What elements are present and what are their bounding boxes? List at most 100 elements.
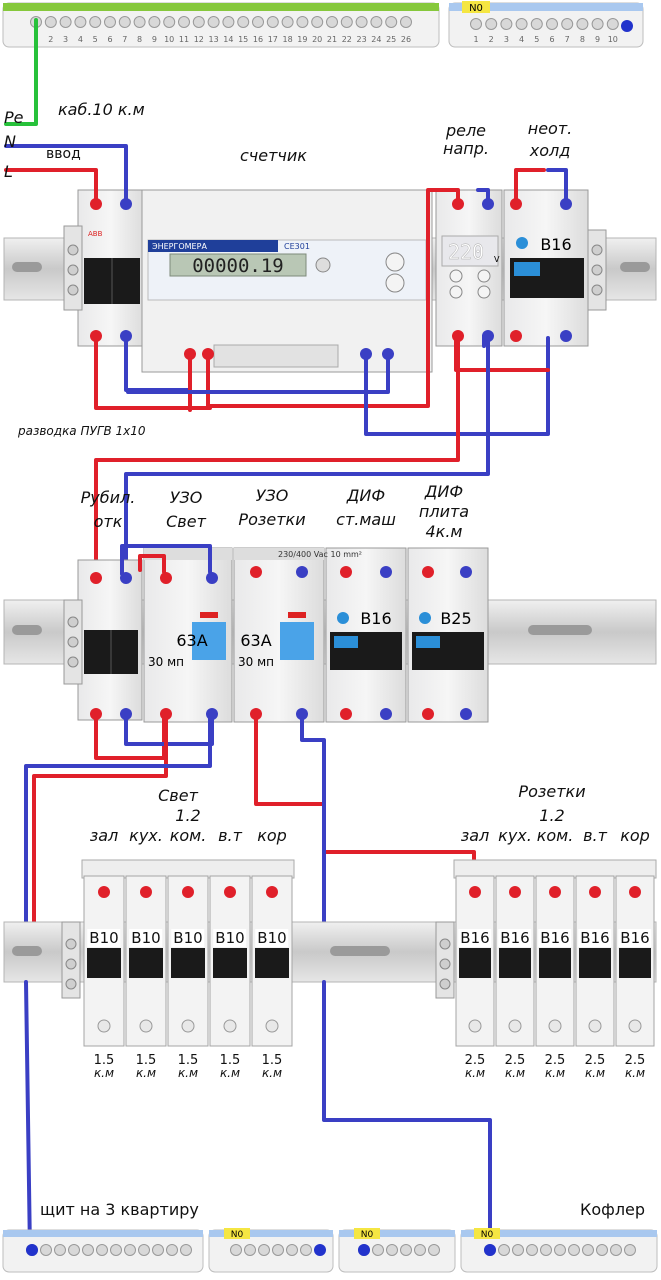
label-rcd-light: УЗО Свет <box>166 488 206 531</box>
bus-number: 20 <box>312 35 322 44</box>
bus-screw <box>68 1244 80 1256</box>
bus-screw <box>340 16 353 28</box>
bus-screw <box>163 16 176 28</box>
bus-screw <box>372 1244 384 1256</box>
bus-number: 23 <box>357 35 367 44</box>
breaker-screw <box>628 1019 642 1033</box>
breaker-screw <box>588 1019 602 1033</box>
bus-number: 7 <box>565 35 570 44</box>
bus-number: 4 <box>519 35 524 44</box>
n-bus-bar-bottom-4: N0 <box>460 1228 658 1273</box>
bus-screw <box>610 1244 622 1256</box>
bus-screw <box>59 16 72 28</box>
bus-screw <box>546 18 558 30</box>
bus-screw <box>82 1244 94 1256</box>
bus-number: 11 <box>179 35 189 44</box>
bus-screw <box>258 1244 270 1256</box>
rcd-sockets-ma: 30 мп <box>238 655 274 669</box>
n0-tag-bottom-3: N0 <box>361 1230 374 1240</box>
bus-screw <box>266 16 279 28</box>
label-rcd-sockets: УЗО Розетки <box>238 486 306 529</box>
bus-screw <box>104 16 116 28</box>
breaker-handle <box>499 948 531 978</box>
light-room-label: кух. <box>129 826 163 845</box>
n0-tag-bottom-2: N0 <box>231 1230 244 1240</box>
bus-screw <box>222 16 235 28</box>
voltage-relay: 220 V <box>435 189 503 347</box>
label-light-sub: 1.2 <box>175 806 201 825</box>
bus-number: 16 <box>253 35 263 44</box>
bus-number: 8 <box>580 35 585 44</box>
meter-brand: ЭНЕРГОМЕРА <box>152 242 207 251</box>
bus-number: 1 <box>473 35 478 44</box>
label-l: L <box>4 162 13 181</box>
breaker-handle <box>129 948 163 978</box>
bus-screw <box>500 18 513 30</box>
bus-screw <box>110 1244 122 1256</box>
breaker-screw <box>508 1019 522 1033</box>
bus-screw <box>180 1244 192 1256</box>
bus-screw <box>124 1244 136 1256</box>
breaker-screw <box>265 1019 279 1033</box>
breaker-terminal <box>266 886 278 898</box>
bus-screw <box>355 16 368 28</box>
bus-screw <box>44 16 57 28</box>
breaker-screw <box>181 1019 195 1033</box>
label-socket-title: Розетки <box>518 782 586 801</box>
rail1-right-terminal <box>587 229 607 311</box>
n-bus-bar-bottom-2: N0 <box>208 1228 334 1273</box>
bus-screw <box>624 1244 636 1256</box>
bus-screw <box>296 16 309 28</box>
socket-room-label: ком. <box>536 826 574 845</box>
rcd-sockets <box>233 547 325 723</box>
rail3-left-terminal <box>61 921 81 999</box>
light-room-label: кор <box>257 826 287 845</box>
bus-number: 22 <box>342 35 352 44</box>
rcd-light-ma: 30 мп <box>148 655 184 669</box>
bus-screw <box>74 16 87 28</box>
wires-rail1 <box>4 18 568 574</box>
bus-screw <box>166 1244 178 1256</box>
bus-screw <box>281 16 294 28</box>
label-vvod: ввод <box>46 146 81 162</box>
meter-reading: 00000.19 <box>192 255 284 277</box>
bus-screw <box>400 1244 412 1256</box>
label-socket-sub: 1.2 <box>539 806 565 825</box>
label-relay: реле напр. <box>443 121 489 158</box>
socket-room-label: в.т <box>583 826 607 845</box>
meter-model: CE301 <box>284 242 310 251</box>
label-dif-wash: ДИФ ст.маш <box>336 486 396 529</box>
bus-number: 10 <box>164 35 174 44</box>
bus-screw <box>414 1244 426 1256</box>
bus-screw <box>386 1244 398 1256</box>
relay-display: 220 <box>448 240 484 264</box>
breaker-handle <box>579 948 611 978</box>
bus-screw <box>515 18 528 30</box>
breaker-screw <box>139 1019 153 1033</box>
breaker-handle <box>459 948 491 978</box>
breaker-screw <box>468 1019 482 1033</box>
rcd-light-rating: 63A <box>176 631 207 650</box>
label-pe: Pe <box>4 108 24 127</box>
rail2-header-text: 230/400 Vac 10 mm² <box>278 550 362 559</box>
socket-breakers-block <box>453 859 657 1047</box>
label-cable: каб.10 к.м <box>58 100 145 119</box>
bus-number: 3 <box>504 35 509 44</box>
bus-screw <box>370 16 383 28</box>
breaker-handle <box>213 948 247 978</box>
bus-screw <box>606 18 619 30</box>
bus-screw <box>576 18 589 30</box>
socket-breaker-rating: B16 <box>458 929 492 947</box>
label-n: N <box>4 132 16 151</box>
bus-number: 26 <box>401 35 411 44</box>
breaker-terminal <box>589 886 601 898</box>
breaker-terminal <box>629 886 641 898</box>
breaker-handle <box>539 948 571 978</box>
socket-room-label: зал <box>460 826 490 845</box>
breaker-terminal <box>469 886 481 898</box>
bus-screw <box>178 16 190 28</box>
fridge-breaker-rating: B16 <box>540 235 571 254</box>
